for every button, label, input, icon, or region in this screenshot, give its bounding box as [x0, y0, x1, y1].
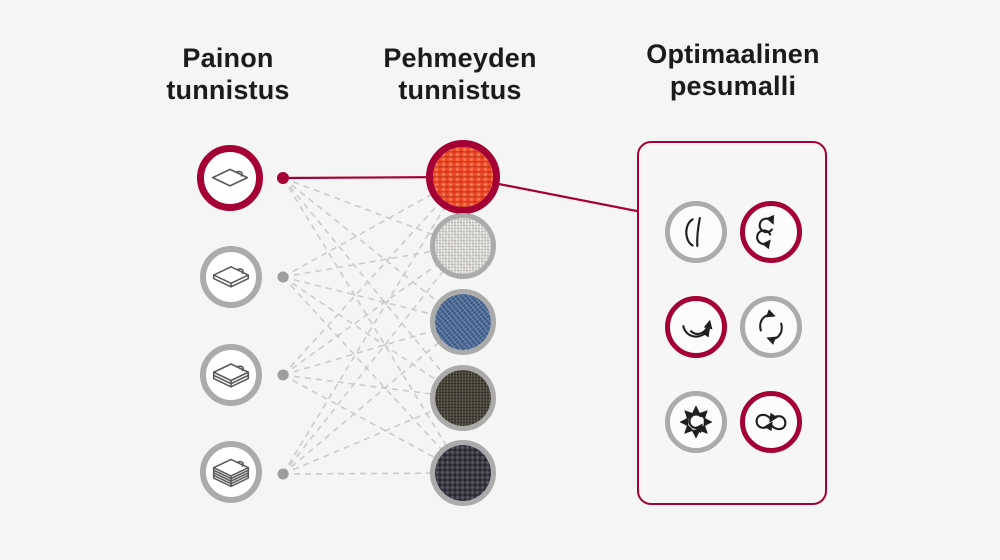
- tumbling-motion-icon: [759, 309, 783, 345]
- connector-dot: [277, 369, 289, 381]
- fabric-dark-olive-circle: [430, 365, 496, 431]
- laundry-stack-1-icon: [211, 168, 249, 187]
- swing-motion-icon: [682, 319, 713, 338]
- motion-filtration-circle: [740, 391, 802, 453]
- fabric-navy-knit-circle: [430, 440, 496, 506]
- weight-level-1-circle: [197, 145, 263, 211]
- optimal-wash-title: Optimaalinen pesumalli: [646, 39, 820, 102]
- rolling-motion-icon: [756, 214, 775, 250]
- laundry-stack-2-icon: [212, 266, 250, 288]
- connector-dot-active: [277, 172, 289, 184]
- scrubbing-motion-icon: [674, 405, 718, 444]
- stepping-motion-icon: [685, 216, 701, 248]
- fabric-light-linen-circle: [430, 213, 496, 279]
- softness-detection-title: Pehmeyden tunnistus: [383, 43, 537, 106]
- filtration-motion-icon: [755, 412, 787, 432]
- fabric-orange-knit-circle: [426, 140, 500, 214]
- fabric-denim-circle: [430, 289, 496, 355]
- weight-level-3-circle: [200, 344, 262, 406]
- dashed-connection-lines: [282, 176, 464, 475]
- motion-swing-circle: [665, 296, 727, 358]
- weight-detection-title: Painon tunnistus: [166, 43, 290, 106]
- motion-tumbling-circle: [740, 296, 802, 358]
- weight-level-4-circle: [200, 441, 262, 503]
- motion-scrubbing-circle: [665, 391, 727, 453]
- connector-dot: [277, 468, 289, 480]
- connector-dots: [277, 172, 289, 480]
- laundry-stack-3-icon: [212, 363, 250, 388]
- weight-level-2-circle: [200, 246, 262, 308]
- motion-rolling-circle: [740, 201, 802, 263]
- connector-dot: [277, 271, 289, 283]
- motion-stepping-circle: [665, 201, 727, 263]
- laundry-stack-4-icon: [212, 458, 250, 488]
- wash-program-panel: [637, 141, 827, 505]
